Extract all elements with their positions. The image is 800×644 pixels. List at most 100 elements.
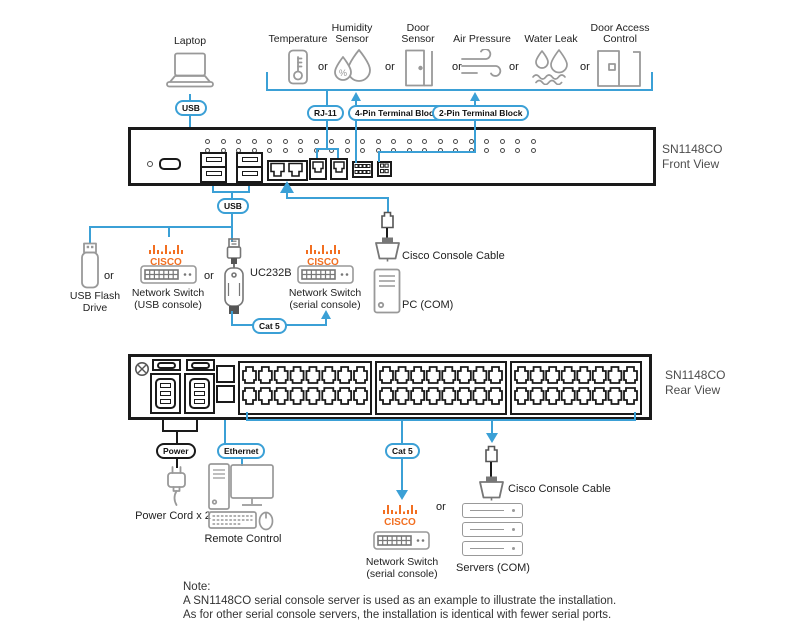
power-line [176, 430, 178, 444]
rj11-line [326, 119, 328, 149]
or-text: or [509, 61, 519, 73]
serial-port [623, 387, 638, 405]
serial-bus-line [634, 412, 636, 420]
cable-line [386, 228, 388, 238]
arrow-down-icon [396, 490, 408, 500]
server-icon [462, 503, 523, 518]
sensor-label: Temperature [268, 33, 328, 45]
serial-port [514, 366, 529, 384]
power-switch [186, 359, 215, 371]
svg-text:%: % [339, 68, 347, 78]
power-line [176, 457, 178, 468]
door-sensor-icon [404, 49, 433, 87]
led-dot [251, 139, 257, 144]
serial-port [623, 366, 638, 384]
serial-port [576, 387, 592, 405]
cisco-logo: CISCO [306, 245, 340, 267]
cat5-tag: Cat 5 [252, 318, 287, 334]
serial-port [394, 387, 410, 405]
serial-port [410, 387, 426, 405]
power-plug-icon [167, 466, 186, 506]
cat5-tag: Cat 5 [385, 443, 420, 459]
usb-line [231, 191, 233, 200]
sensor-label: Door Access Control [590, 22, 650, 45]
ethernet-port [216, 385, 235, 403]
usb-line [168, 226, 170, 237]
led-dot [530, 139, 536, 144]
power-switch [152, 359, 181, 371]
pc-label: PC (COM) [402, 299, 454, 311]
led-dot [267, 139, 272, 144]
led-dot [344, 139, 350, 144]
front-view-label: Front View [662, 157, 720, 171]
remote-control-computer-icon [208, 463, 274, 531]
led-dot [391, 139, 396, 144]
sensor-label: Air Pressure [453, 33, 511, 45]
serial-port-bank [375, 361, 507, 415]
pin4-line [355, 100, 357, 105]
led-dot [220, 139, 226, 144]
sensor-air-pressure: Air Pressure [447, 20, 517, 79]
serial-port [410, 366, 426, 384]
serial-port [379, 366, 394, 384]
usb-switch-label: Network Switch [131, 287, 205, 299]
usb-connection-line [189, 94, 191, 146]
or-text: or [104, 270, 114, 282]
led-dot [530, 147, 536, 153]
serial-port [337, 366, 353, 384]
or-text: or [580, 61, 590, 73]
usb-ports [236, 152, 263, 183]
micro-usb-port [159, 158, 181, 170]
serial-port [456, 387, 472, 405]
rear-view-model: SN1148CO [665, 368, 726, 382]
cisco-logo: CISCO [383, 505, 417, 527]
arrow-down-icon [486, 433, 498, 443]
cable-line [490, 462, 492, 477]
cat5-line [401, 419, 403, 444]
power-cord-label: Power Cord x 2 [135, 510, 211, 522]
sensor-door-access: Door Access Control [585, 20, 655, 87]
serial-port [488, 366, 503, 384]
sensor-label: Humidity Sensor [331, 22, 373, 45]
terminal-block-2pin-port [377, 161, 392, 177]
usb-line [212, 186, 214, 193]
serial-port [257, 387, 273, 405]
serial-port [545, 387, 561, 405]
uc232b-label: UC232B [250, 267, 292, 279]
led-dot [344, 147, 350, 153]
serial-port [472, 366, 488, 384]
laptop-icon [166, 52, 214, 88]
or-text: or [318, 61, 328, 73]
note-block: Note: A SN1148CO serial console server i… [183, 581, 783, 622]
led-dot [360, 139, 365, 144]
serial-port [607, 387, 623, 405]
led-dot [282, 147, 288, 153]
serial-port [607, 366, 623, 384]
pc-tower-icon [373, 268, 401, 314]
sensor-water-leak: Water Leak [516, 20, 586, 85]
serial-port [529, 387, 545, 405]
serial-port [514, 387, 529, 405]
svg-text:CISCO: CISCO [384, 517, 416, 527]
serial-port [394, 366, 410, 384]
serial-switch-label: Network Switch [288, 287, 362, 299]
rj11-port [330, 158, 348, 180]
serial-port [305, 387, 321, 405]
laptop-label: Laptop [173, 35, 207, 47]
serial-port-bank [238, 361, 372, 415]
serial-port [289, 366, 305, 384]
console-line [387, 197, 389, 212]
pin2-line [474, 100, 476, 105]
serial-port [305, 366, 321, 384]
terminal-2pin-tag: 2-Pin Terminal Block [432, 105, 530, 121]
led-dot [360, 147, 365, 153]
serial-port [242, 387, 257, 405]
serial-bus-line [246, 419, 636, 421]
serial-port [273, 387, 289, 405]
sn1148co-front-panel [128, 127, 656, 186]
rj11-line [316, 148, 339, 150]
serial-port [591, 366, 607, 384]
arrow-up-icon [321, 310, 331, 319]
serial-port [529, 366, 545, 384]
led-dot [453, 139, 458, 144]
